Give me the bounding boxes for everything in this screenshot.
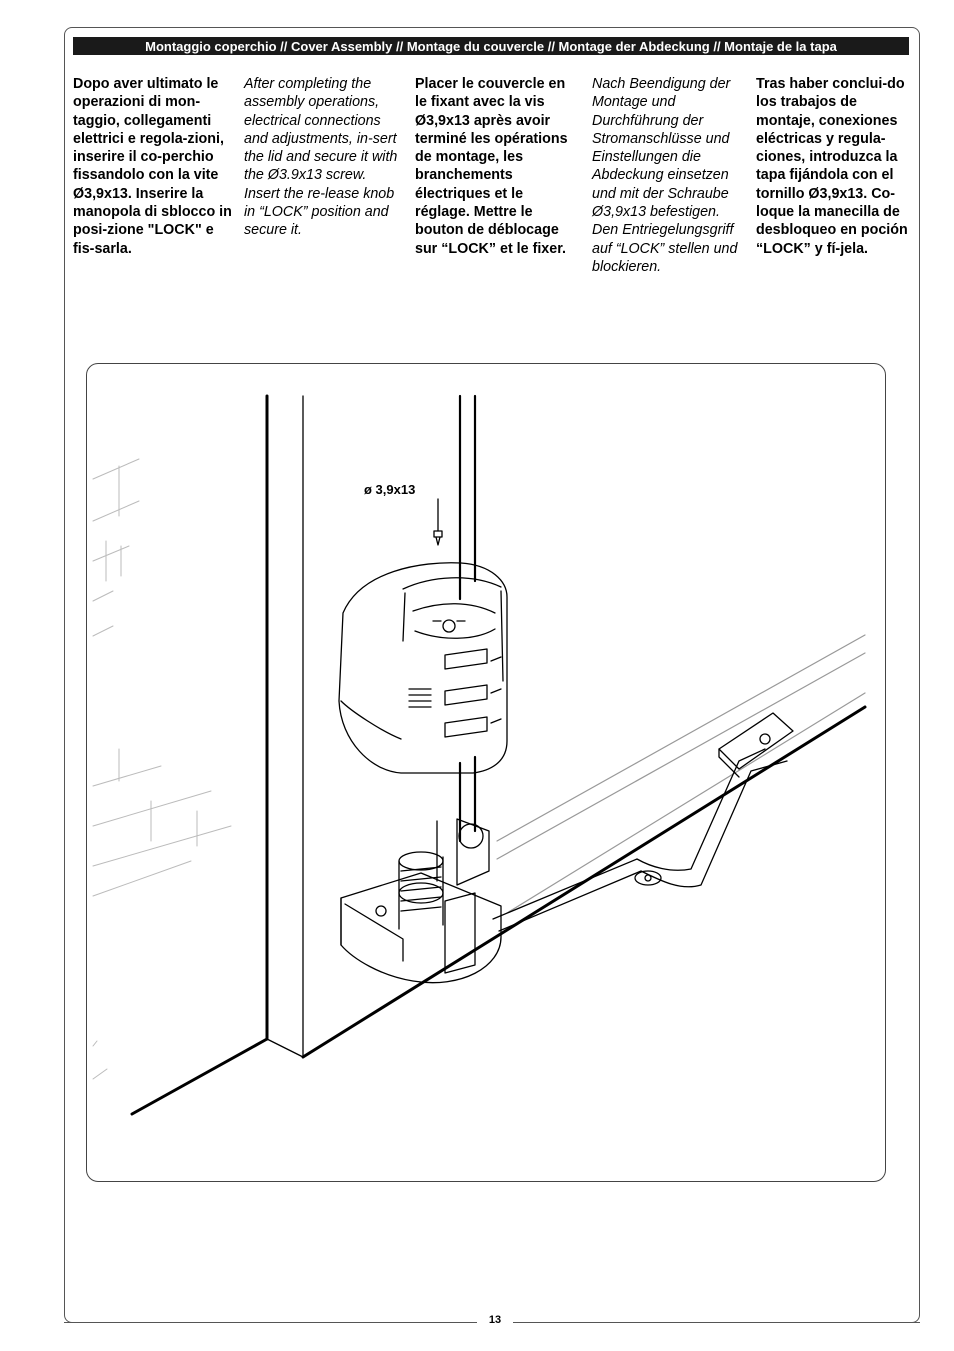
spanish-instructions: Tras haber conclui-do los trabajos de mo… (756, 76, 908, 257)
assembly-figure: ø 3,9x13 (86, 363, 886, 1182)
operator-base (340, 818, 502, 984)
english-instructions: After completing the assembly operations… (244, 76, 398, 239)
text-column-french: Placer le couvercle en le fixant avec la… (415, 75, 577, 258)
text-column-english: After completing the assembly operations… (244, 75, 402, 240)
cover-assembly-illustration (92, 394, 867, 1116)
section-title: Montaggio coperchio // Cover Assembly //… (145, 38, 837, 54)
wall-column (130, 394, 867, 1116)
text-column-spanish: Tras haber conclui-do los trabajos de mo… (756, 75, 912, 258)
section-title-bar: Montaggio coperchio // Cover Assembly //… (73, 37, 909, 55)
footer-rule-left (64, 1322, 477, 1323)
page-number: 13 (477, 1314, 513, 1326)
german-instructions: Nach Beendigung der Montage und Durchfüh… (592, 76, 738, 275)
gate-lines (496, 634, 866, 914)
motor-cover (338, 562, 508, 774)
screw-callout: ø 3,9x13 (364, 482, 416, 497)
italian-instructions: Dopo aver ultimato le operazioni di mon-… (73, 76, 232, 257)
text-column-german: Nach Beendigung der Montage und Durchfüh… (592, 75, 746, 276)
screw-icon (433, 498, 443, 546)
french-instructions: Placer le couvercle en le fixant avec la… (415, 76, 568, 257)
footer-rule-right (513, 1322, 920, 1323)
text-column-italian: Dopo aver ultimato le operazioni di mon-… (73, 75, 233, 258)
articulated-arm (492, 712, 794, 932)
brick-wall-sketch (92, 458, 232, 1080)
